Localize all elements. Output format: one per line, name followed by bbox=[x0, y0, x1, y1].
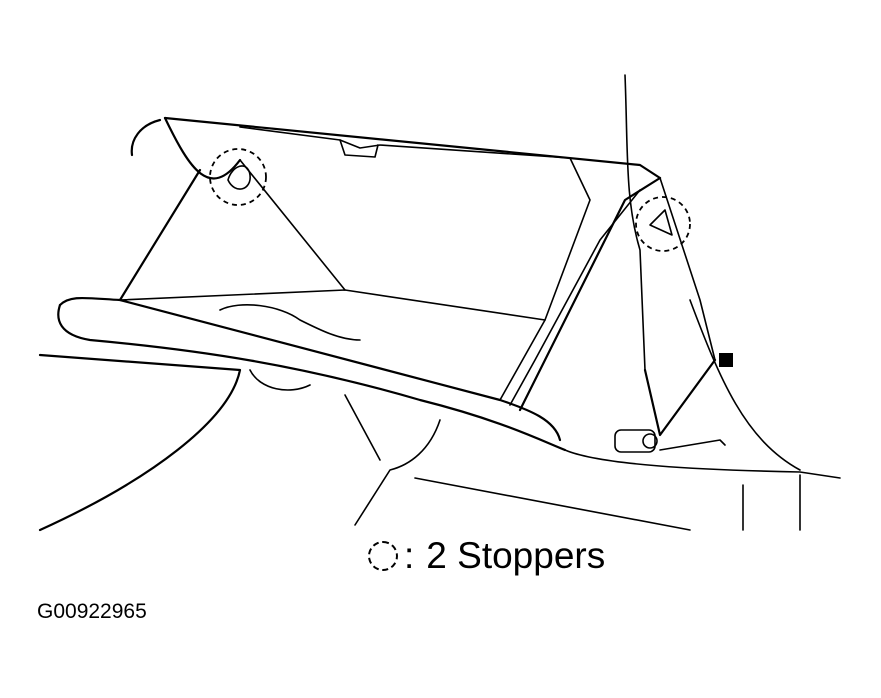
glove-box-left-outer bbox=[118, 168, 202, 302]
figure-id: G00922965 bbox=[37, 600, 147, 623]
door-handle-recess bbox=[219, 304, 361, 341]
dashboard-edge-left bbox=[130, 118, 162, 157]
hinge-pin bbox=[642, 433, 658, 449]
glove-box-top-edge bbox=[163, 116, 662, 180]
dashed-circle-icon bbox=[368, 541, 398, 571]
hand-wrist bbox=[344, 394, 381, 461]
hand-lower bbox=[354, 419, 441, 526]
pillar-line bbox=[624, 74, 646, 371]
glove-box-left-wall bbox=[163, 116, 242, 180]
glove-box-back-bottom bbox=[119, 289, 546, 321]
glove-box-top-inner bbox=[239, 126, 571, 159]
hinge-block bbox=[614, 429, 656, 453]
hinge-bracket bbox=[659, 439, 726, 451]
hand-outline bbox=[38, 353, 242, 532]
glove-box-left-crease bbox=[239, 159, 346, 291]
damper-arm bbox=[643, 358, 717, 437]
glove-box-door-lip bbox=[57, 303, 567, 452]
lower-dash-line bbox=[414, 477, 691, 531]
stopper-left-detail bbox=[227, 165, 251, 190]
latch-tab bbox=[339, 139, 379, 158]
lower-dash-line-right bbox=[564, 449, 841, 479]
right-curve bbox=[689, 299, 801, 471]
legend-separator: : bbox=[404, 535, 415, 576]
stopper-callout-left-icon bbox=[209, 148, 267, 206]
legend: : 2 Stoppers bbox=[368, 534, 605, 578]
right-frame-rail-outer bbox=[518, 176, 662, 412]
glove-box-door-lip-top bbox=[58, 296, 562, 442]
legend-label: 2 Stoppers bbox=[426, 535, 606, 576]
glove-box-back-right bbox=[499, 157, 591, 401]
right-frame-rail-inner bbox=[509, 189, 641, 406]
hand-finger bbox=[249, 369, 311, 391]
stopper-right-detail bbox=[649, 209, 673, 236]
pillar-right-line bbox=[659, 177, 716, 361]
stopper-callout-right-icon bbox=[635, 196, 691, 252]
reference-marker bbox=[719, 353, 733, 367]
